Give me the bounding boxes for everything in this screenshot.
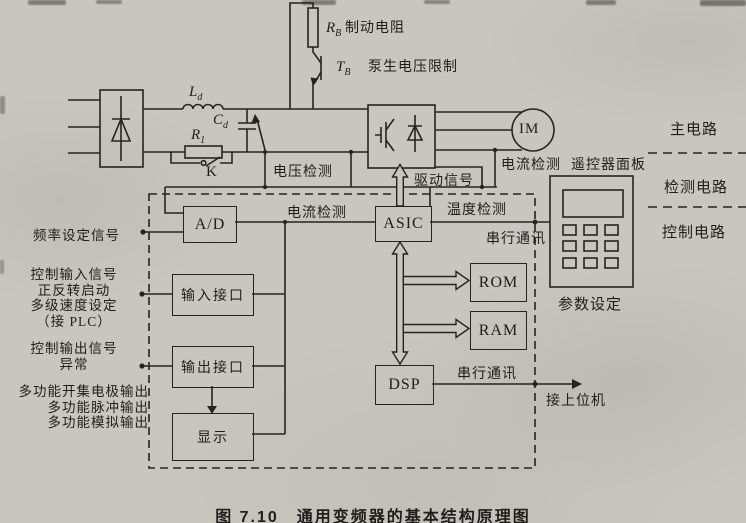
junction-dot: [283, 220, 287, 224]
ram-label: RAM: [478, 321, 519, 339]
control-input-line: （接 PLC）: [36, 313, 112, 329]
ram-block: RAM: [470, 311, 527, 350]
ld-label: Ld: [189, 84, 203, 103]
control-input-line: 正反转启动: [37, 282, 111, 298]
scan-artifact: [424, 0, 450, 4]
current-detect-motor-label: 电流检测: [501, 158, 561, 173]
three-phase-input-lines: [68, 99, 100, 154]
terminal-dot: [140, 229, 146, 235]
dsp-label: DSP: [388, 376, 421, 393]
junction-dot: [262, 184, 268, 190]
junction-dot: [532, 219, 538, 225]
ad-label: A/D: [194, 215, 226, 233]
serial-comm-panel-label: 串行通讯: [486, 232, 546, 247]
serial-comm-host-label: 串行通讯: [457, 367, 517, 382]
multi-output-line: 多功能模拟输出: [47, 415, 149, 430]
asic-dsp-double-arrow: [391, 240, 409, 366]
junction-dot: [348, 149, 354, 155]
dc-bus-bottom: [143, 145, 368, 159]
temperature-detect-label: 温度检测: [447, 203, 507, 218]
display-arrowhead: [207, 406, 217, 414]
inverter-module: [367, 104, 436, 169]
scan-artifact: [0, 96, 5, 114]
scan-artifact: [0, 260, 4, 274]
scan-artifact: [586, 0, 616, 5]
voltage-probe-arrow: [256, 118, 266, 187]
junction-dot: [532, 381, 538, 387]
host-arrowhead: [572, 379, 582, 389]
ad-converter-block: A/D: [183, 206, 237, 243]
motor-circle: [511, 108, 555, 152]
control-input-line: 多级速度设定: [30, 298, 118, 313]
resistor-rb-symbol: [307, 7, 319, 48]
freewheel-diode-symbol: [408, 115, 422, 152]
input-interface-block: 输入接口: [172, 274, 254, 316]
probe-arrowhead: [251, 114, 260, 124]
freq-set-label: 频率设定信号: [33, 228, 120, 243]
junction-dot: [492, 147, 498, 153]
scan-artifact: [302, 0, 336, 5]
figure-caption: 图 7.10 通用变频器的基本结构原理图: [215, 509, 531, 523]
dsp-block: DSP: [375, 365, 434, 405]
display-label: 显示: [197, 431, 229, 446]
asic-label: ASIC: [383, 215, 424, 232]
control-output-line: 异常: [59, 356, 89, 372]
inductor-ld-symbol: [182, 103, 224, 110]
output-interface-block: 输出接口: [172, 346, 254, 388]
bypass-switch-k: [170, 152, 233, 167]
ram-arrow: [402, 318, 471, 339]
control-outputs-group: 控制输出信号 异常: [0, 341, 148, 372]
igbt-symbol: [375, 122, 387, 148]
voltage-detect-label: 电压检测: [273, 165, 333, 180]
asic-block: ASIC: [375, 206, 432, 242]
main-circuit-label: 主电路: [670, 122, 719, 138]
cd-label: Cd: [213, 112, 229, 131]
capacitor-cd-symbol: [238, 109, 256, 152]
remote-panel-label: 遥控器面板: [571, 158, 646, 173]
terminal-dot: [139, 363, 145, 369]
braking-circuit: [289, 2, 322, 109]
multi-output-line: 多功能开集电极输出: [18, 384, 149, 399]
multi-outputs-group: 多功能开集电极输出 多功能脉冲输出 多功能模拟输出: [0, 384, 149, 431]
rectifier-symbol: [99, 89, 144, 168]
drive-signal-label: 驱动信号: [414, 174, 474, 189]
display-block: 显示: [172, 413, 254, 461]
k-label: K: [206, 164, 218, 180]
remote-panel-outline: [549, 175, 634, 288]
temperature-wire: [435, 166, 483, 187]
tb-label: TB: [336, 59, 351, 78]
rb-label: RB 制动电阻: [326, 20, 406, 39]
param-setting-label: 参数设定: [558, 297, 623, 313]
control-inputs-group: 控制输入信号 正反转启动 多级速度设定 （接 PLC）: [0, 267, 148, 329]
sensing-bus: [164, 152, 497, 214]
current-detect-inner-label: 电流检测: [287, 206, 347, 221]
emitter-arrowhead: [310, 77, 319, 86]
control-output-line: 控制输出信号: [30, 341, 118, 356]
resistor-r1-symbol: [184, 145, 223, 159]
junction-dot: [479, 184, 485, 190]
rom-block: ROM: [470, 263, 527, 302]
scan-artifact: [700, 0, 746, 6]
terminal-dot: [139, 291, 145, 297]
motor-lines: [435, 111, 522, 151]
control-circuit-dashed-box: [148, 193, 536, 469]
rom-arrow: [402, 270, 471, 291]
output-interface-label: 输出接口: [181, 361, 245, 376]
input-interface-label: 输入接口: [181, 289, 245, 304]
r1-label: R1: [191, 127, 206, 146]
scan-artifact: [28, 0, 66, 5]
rom-label: ROM: [478, 273, 519, 291]
motor-label: IM: [519, 121, 540, 137]
dc-bus-top: [143, 103, 368, 110]
pump-voltage-limit-label: 泵生电压限制: [368, 60, 458, 75]
to-host-label: 接上位机: [546, 394, 606, 409]
scan-artifact: [96, 0, 122, 4]
detect-circuit-label: 检测电路: [664, 180, 729, 196]
drive-signal-arrow: [391, 163, 409, 207]
multi-output-line: 多功能脉冲输出: [47, 399, 149, 415]
control-input-line: 控制输入信号: [30, 267, 118, 282]
panel-display: [562, 189, 624, 218]
control-circuit-label: 控制电路: [662, 225, 727, 241]
